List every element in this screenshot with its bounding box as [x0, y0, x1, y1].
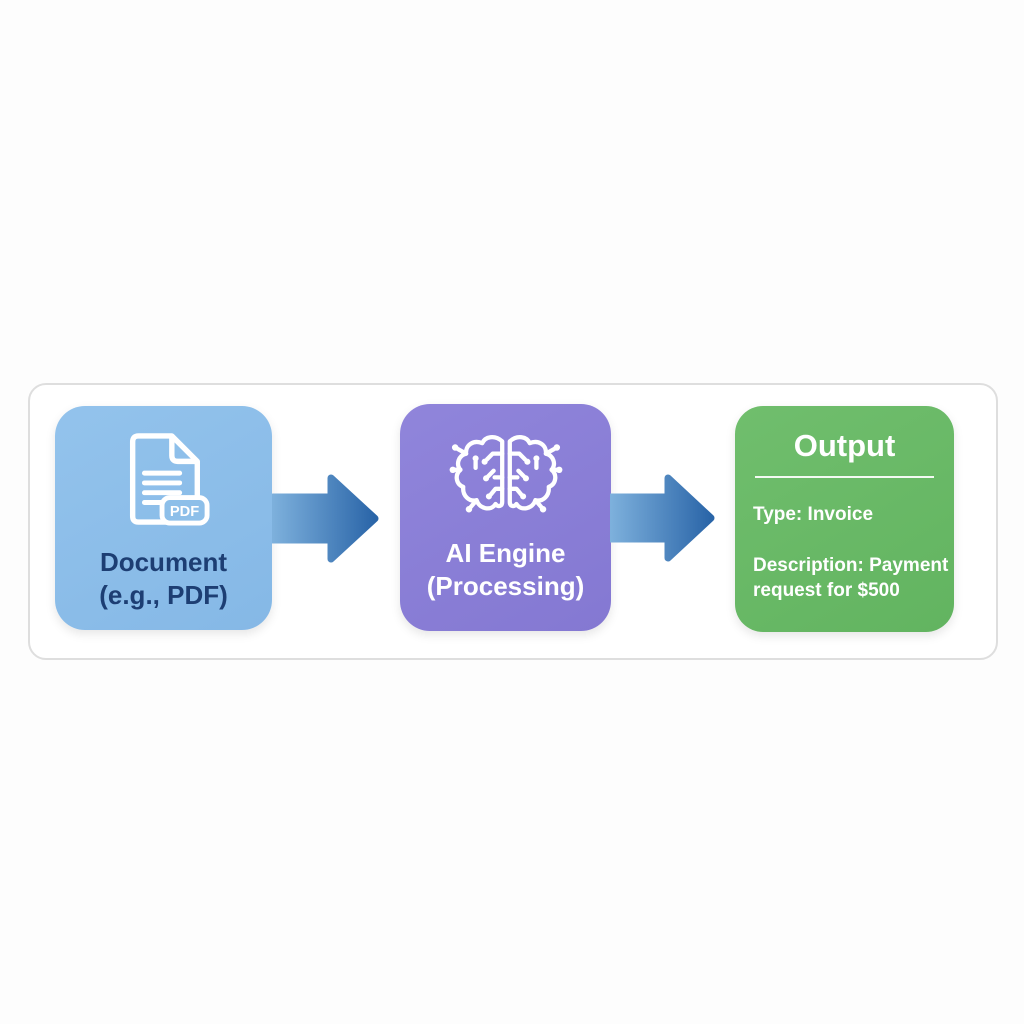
- output-description-field: Description: Payment request for $500: [753, 553, 949, 603]
- ai-engine-label-line1: AI Engine: [445, 538, 566, 568]
- node-ai-engine: AI Engine (Processing): [400, 404, 611, 631]
- output-type-line: Type: Invoice: [753, 504, 874, 525]
- document-label-line1: Document: [99, 547, 228, 577]
- pdf-document-icon: PDF: [129, 433, 210, 526]
- document-node-label: Document (e.g., PDF): [99, 546, 228, 613]
- node-document: PDF Document (e.g., PDF): [55, 406, 272, 630]
- output-type-field: Type: Invoice: [753, 502, 936, 527]
- flow-container: PDF Document (e.g., PDF): [28, 383, 998, 660]
- arrow-ai-to-output: [607, 473, 716, 568]
- document-label-line2: (e.g., PDF): [99, 580, 228, 611]
- brain-circuit-icon: [449, 435, 562, 513]
- output-title: Output: [793, 428, 896, 463]
- node-output: Output Type: Invoice Description: Paymen…: [735, 406, 954, 632]
- output-description-line2: request for $500: [753, 580, 900, 602]
- ai-engine-node-label: AI Engine (Processing): [427, 537, 585, 604]
- output-divider: [755, 476, 934, 478]
- output-description-line1: Description: Payment: [753, 555, 949, 577]
- pdf-badge-label: PDF: [169, 504, 198, 520]
- arrow-document-to-ai: [269, 473, 380, 569]
- ai-engine-label-line2: (Processing): [426, 571, 585, 602]
